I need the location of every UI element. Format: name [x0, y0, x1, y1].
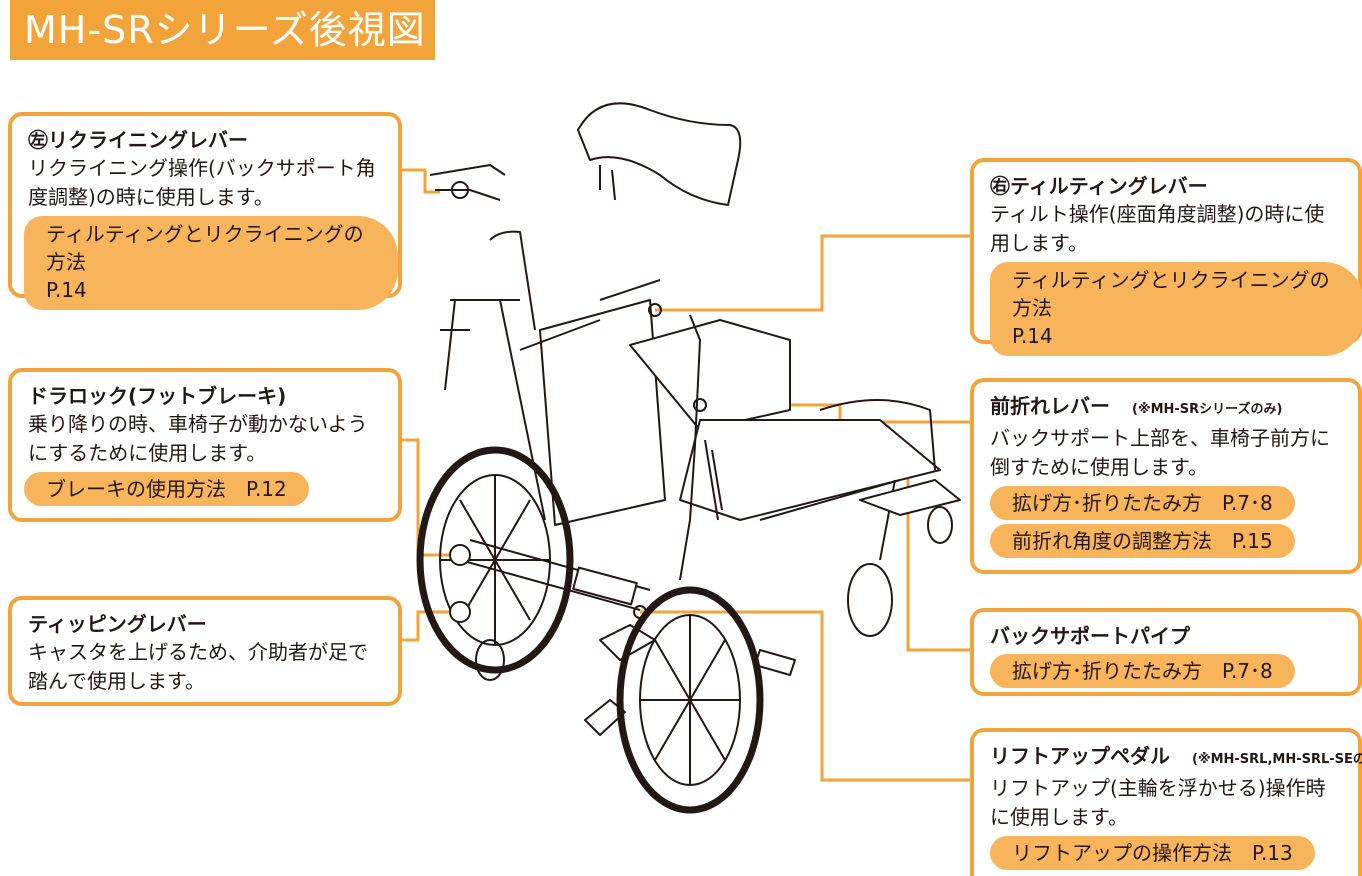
front-fold-lever-note: (※MH-SRシリーズのみ) — [1132, 402, 1283, 417]
page-title: MH-SRシリーズ後視図 — [10, 0, 435, 60]
liftup-pedal-description: リフトアップ(主輪を浮かせる)操作時に使用します。 — [990, 776, 1326, 829]
unfold-fold-link[interactable]: 拡げ方･折りたたみ方 P.7･8 — [990, 486, 1295, 520]
front-fold-lever-description: バックサポート上部を、車椅子前方に倒すために使用します。 — [990, 426, 1330, 479]
back-pipe-unfold-link[interactable]: 拡げ方･折りたたみ方 P.7･8 — [990, 654, 1295, 688]
callout-liftup-pedal: リフトアップペダル (※MH-SRL,MH-SRL-SEのみ) リフトアップ(主輪… — [970, 728, 1362, 876]
brake-usage-link[interactable]: ブレーキの使用方法 P.12 — [24, 472, 309, 506]
front-fold-lever-heading: 前折れレバー — [990, 394, 1110, 418]
callout-tipping-lever: ティッピングレバー キャスタを上げるため、介助者が足で踏んで使用します。 — [8, 596, 402, 706]
recline-lever-link-text: ティルティングとリクライニングの方法 — [46, 222, 364, 274]
recline-lever-heading: ㊧リクライニングレバー — [28, 128, 248, 152]
liftup-pedal-heading: リフトアップペダル — [990, 744, 1170, 768]
tilt-lever-link[interactable]: ティルティングとリクライニングの方法 P.14 — [990, 262, 1362, 356]
wheelchair-drawing — [416, 102, 961, 814]
tipping-lever-heading: ティッピングレバー — [28, 612, 207, 636]
callout-back-support-pipe: バックサポートパイプ 拡げ方･折りたたみ方 P.7･8 — [970, 608, 1362, 696]
dora-lock-description: 乗り降りの時、車椅子が動かないようにするために使用します。 — [28, 412, 368, 465]
callout-front-fold-lever: 前折れレバー (※MH-SRシリーズのみ) バックサポート上部を、車椅子前方に倒す… — [970, 378, 1362, 574]
recline-lever-link-page: P.14 — [46, 278, 87, 302]
tilt-lever-description: ティルト操作(座面角度調整)の時に使用します。 — [990, 202, 1325, 255]
fold-angle-adjust-link[interactable]: 前折れ角度の調整方法 P.15 — [990, 524, 1295, 558]
tipping-lever-description: キャスタを上げるため、介助者が足で踏んで使用します。 — [28, 640, 368, 693]
tilt-lever-link-page: P.14 — [1012, 324, 1053, 348]
callout-dora-lock: ドラロック(フットブレーキ) 乗り降りの時、車椅子が動かないようにするために使用… — [8, 368, 402, 522]
callout-tilt-lever: ㊨ティルティングレバー ティルト操作(座面角度調整)の時に使用します。 ティルテ… — [970, 158, 1362, 356]
liftup-operation-link[interactable]: リフトアップの操作方法 P.13 — [990, 836, 1315, 870]
liftup-pedal-note: (※MH-SRL,MH-SRL-SEのみ) — [1192, 752, 1362, 767]
callout-recline-lever: ㊧リクライニングレバー リクライニング操作(バックサポート角度調整)の時に使用し… — [8, 112, 402, 310]
tilt-lever-link-text: ティルティングとリクライニングの方法 — [1012, 268, 1330, 320]
tilt-lever-heading: ㊨ティルティングレバー — [990, 174, 1208, 198]
recline-lever-description: リクライニング操作(バックサポート角度調整)の時に使用します。 — [28, 156, 376, 209]
recline-lever-link[interactable]: ティルティングとリクライニングの方法 P.14 — [24, 216, 398, 310]
dora-lock-heading: ドラロック(フットブレーキ) — [28, 384, 287, 408]
back-support-pipe-heading: バックサポートパイプ — [990, 624, 1190, 648]
